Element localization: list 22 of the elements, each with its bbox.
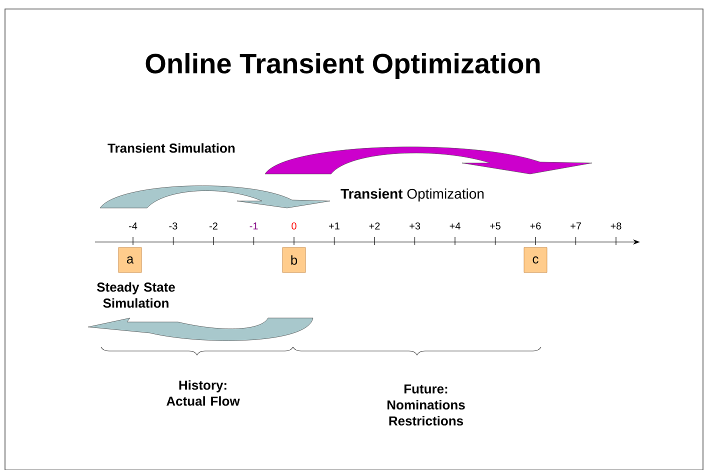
tick-label: 0 [292,222,296,230]
tick-label: +5 [490,222,500,230]
tick-label: -4 [129,222,138,230]
tick-label: +6 [530,222,541,230]
title: Online Transient Optimization [146,52,540,80]
tick-label: +3 [410,222,420,230]
annotation-text: Steady State Simulation [97,282,175,308]
tick-label: +1 [329,222,340,230]
annotation-text: Future: Nominations Restrictions [388,384,465,426]
tick-label: +7 [570,222,581,230]
annotation-text: Transient Optimization [340,188,484,202]
tick-label: -2 [210,222,218,230]
time-box: a [118,247,142,273]
annotation-text: Transient Simulation [108,143,235,153]
tick-label: -3 [169,222,178,230]
annotation-text: History: Actual Flow [166,380,240,406]
tick-label: +8 [610,222,622,230]
tick-label: +2 [369,222,380,230]
time-box: c [524,247,548,273]
time-box: b [282,247,306,273]
tick-label: -1 [250,222,258,230]
tick-label: +4 [450,222,460,230]
